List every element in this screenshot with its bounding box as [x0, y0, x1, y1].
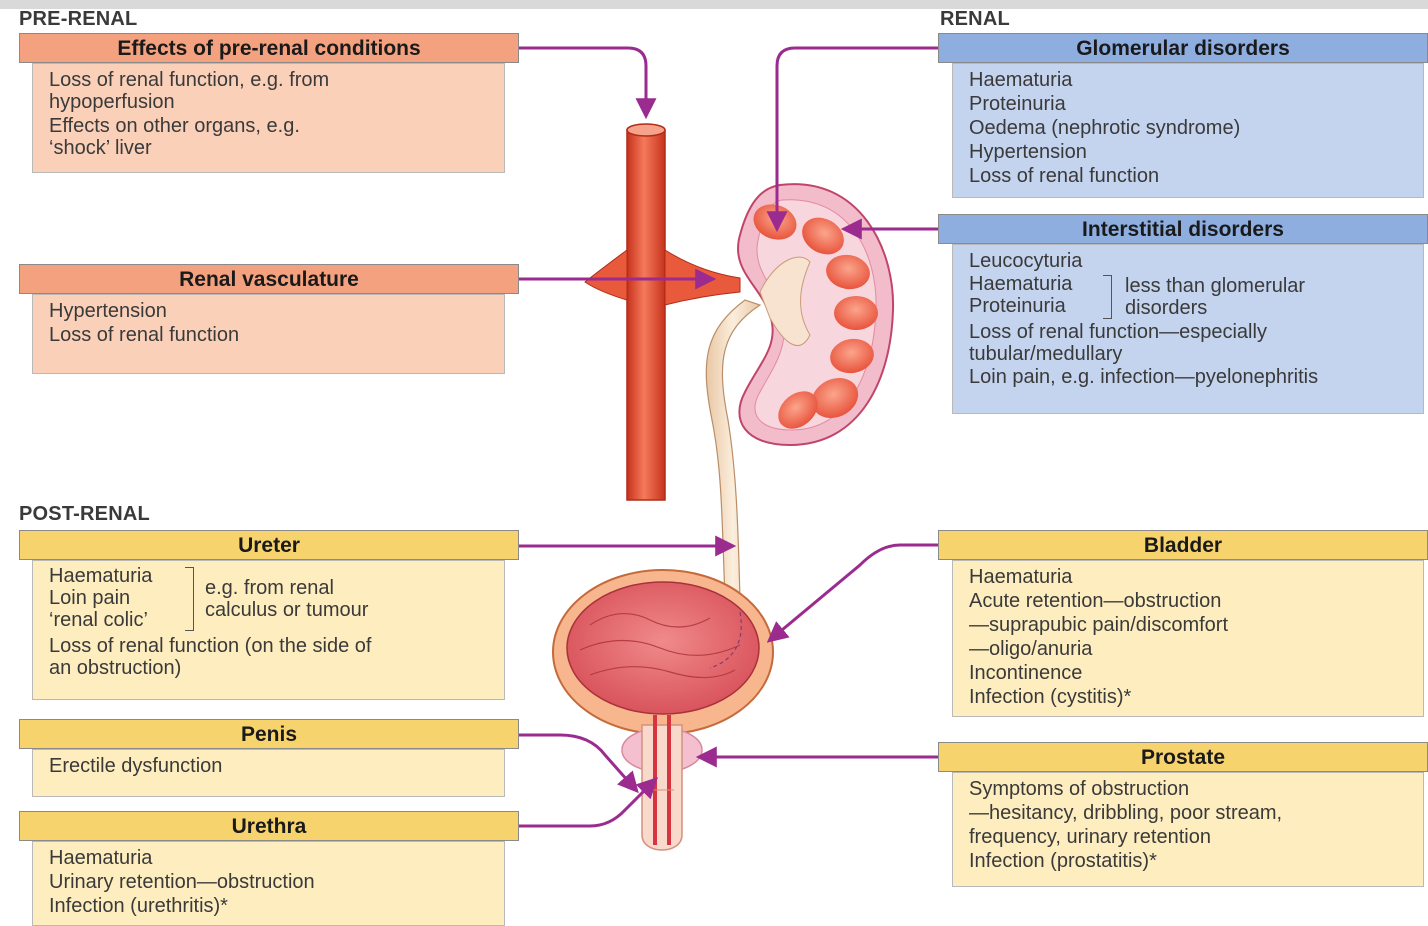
interstitial-line-after-3: Loin pain, e.g. infection—pyelonephritis [969, 365, 1423, 389]
penis [642, 715, 682, 850]
panel-header-penis: Penis [19, 719, 519, 749]
bladder-line-1: Haematuria [969, 565, 1423, 589]
panel-body-ureter: Haematuria Loin pain ‘renal colic’ e.g. … [32, 560, 505, 700]
urethra-line-2: Urinary retention—obstruction [49, 870, 504, 894]
panel-header-effects-prerenal: Effects of pre-renal conditions [19, 33, 519, 63]
ureter-note-1: e.g. from renal [205, 577, 368, 599]
interstitial-line-after-1: Loss of renal function—especially [969, 321, 1423, 343]
section-label-pre-renal: PRE-RENAL [19, 8, 137, 31]
prostate-line-2: —hesitancy, dribbling, poor stream, [969, 801, 1423, 825]
effects-line-1: Loss of renal function, e.g. from [49, 68, 504, 92]
panel-body-interstitial: Leucocyturia Haematuria Proteinuria less… [952, 244, 1424, 414]
effects-line-3: Effects on other organs, e.g. [49, 114, 504, 138]
interstitial-line-after-2: tubular/medullary [969, 343, 1423, 365]
bladder [553, 570, 773, 734]
section-label-post-renal: POST-RENAL [19, 503, 150, 526]
kidney [738, 184, 893, 445]
panel-body-penis: Erectile dysfunction [32, 749, 505, 797]
effects-line-2: hypoperfusion [49, 90, 504, 114]
panel-header-renal-vasculature: Renal vasculature [19, 264, 519, 294]
interstitial-line-leucocyturia: Leucocyturia [969, 249, 1423, 273]
interstitial-bracket-item-1: Haematuria [969, 273, 1072, 295]
penis-line-1: Erectile dysfunction [49, 754, 504, 778]
urethra-line-1: Haematuria [49, 846, 504, 870]
panel-header-bladder: Bladder [938, 530, 1428, 560]
interstitial-bracket-item-2: Proteinuria [969, 295, 1072, 317]
ureter-note-2: calculus or tumour [205, 599, 368, 621]
panel-header-prostate: Prostate [938, 742, 1428, 772]
glomerular-line-1: Haematuria [969, 68, 1423, 92]
ureter-bracket [185, 567, 194, 631]
bladder-line-5: Incontinence [969, 661, 1423, 685]
prostate-line-1: Symptoms of obstruction [969, 777, 1423, 801]
bladder-line-3: —suprapubic pain/discomfort [969, 613, 1423, 637]
interstitial-note-1: less than glomerular [1125, 275, 1305, 297]
panel-body-prostate: Symptoms of obstruction —hesitancy, drib… [952, 772, 1424, 887]
panel-body-urethra: Haematuria Urinary retention—obstruction… [32, 841, 505, 926]
panel-body-effects-prerenal: Loss of renal function, e.g. from hypope… [32, 63, 505, 173]
prostate-line-4: Infection (prostatitis)* [969, 849, 1423, 873]
interstitial-bracket [1103, 275, 1112, 319]
urethra-line-3: Infection (urethritis)* [49, 894, 504, 918]
prostate-line-3: frequency, urinary retention [969, 825, 1423, 849]
ureter-bracket-group: Haematuria Loin pain ‘renal colic’ e.g. … [49, 565, 504, 635]
effects-line-4: ‘shock’ liver [49, 136, 504, 160]
panel-body-renal-vasculature: Hypertension Loss of renal function [32, 294, 505, 374]
ureter-bracket-item-2: Loin pain [49, 587, 152, 609]
interstitial-bracket-group: Haematuria Proteinuria less than glomeru… [969, 273, 1423, 321]
ureter-line-after-1: Loss of renal function (on the side of [49, 635, 504, 657]
vasculature-line-1: Hypertension [49, 299, 504, 323]
panel-body-glomerular: Haematuria Proteinuria Oedema (nephrotic… [952, 63, 1424, 198]
panel-header-ureter: Ureter [19, 530, 519, 560]
panel-header-urethra: Urethra [19, 811, 519, 841]
bladder-line-2: Acute retention—obstruction [969, 589, 1423, 613]
bladder-line-4: —oligo/anuria [969, 637, 1423, 661]
ureter-line-after-2: an obstruction) [49, 657, 504, 679]
ureter-bracket-item-1: Haematuria [49, 565, 152, 587]
panel-header-interstitial: Interstitial disorders [938, 214, 1428, 244]
glomerular-line-5: Loss of renal function [969, 164, 1423, 188]
bladder-line-6: Infection (cystitis)* [969, 685, 1423, 709]
interstitial-note-2: disorders [1125, 297, 1305, 319]
glomerular-line-4: Hypertension [969, 140, 1423, 164]
section-label-renal: RENAL [940, 8, 1010, 31]
ureter [706, 300, 760, 600]
glomerular-line-3: Oedema (nephrotic syndrome) [969, 116, 1423, 140]
panel-body-bladder: Haematuria Acute retention—obstruction —… [952, 560, 1424, 717]
panel-header-glomerular: Glomerular disorders [938, 33, 1428, 63]
vasculature-line-2: Loss of renal function [49, 323, 504, 347]
glomerular-line-2: Proteinuria [969, 92, 1423, 116]
ureter-bracket-item-3: ‘renal colic’ [49, 609, 152, 631]
